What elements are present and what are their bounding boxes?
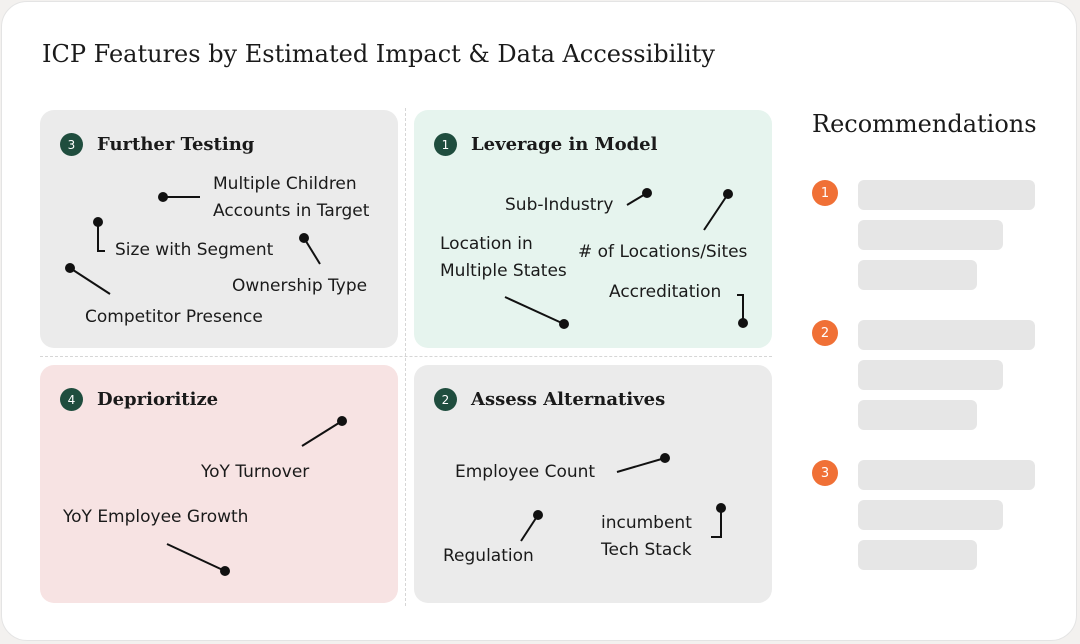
skeleton-line <box>858 500 1003 530</box>
feature-label-locations-sites: # of Locations/Sites <box>578 242 748 262</box>
quadrant-title: Further Testing <box>97 134 255 155</box>
quadrant-header: 4 Deprioritize <box>60 388 218 411</box>
feature-label-incumbent-tech-stack: incumbent Tech Stack <box>601 513 692 560</box>
quadrant-title: Deprioritize <box>97 389 219 410</box>
feature-label-competitor-presence: Competitor Presence <box>85 307 263 327</box>
quadrant-header: 3 Further Testing <box>60 133 254 156</box>
feature-label-yoy-employee-growth: YoY Employee Growth <box>63 507 249 527</box>
feature-label-employee-count: Employee Count <box>455 462 596 482</box>
quadrant-header: 2 Assess Alternatives <box>434 388 665 411</box>
quadrant-header: 1 Leverage in Model <box>434 133 657 156</box>
vertical-divider <box>405 108 406 606</box>
recommendation-badge: 3 <box>812 460 838 486</box>
quadrant-title: Leverage in Model <box>471 134 658 155</box>
number-badge: 3 <box>60 133 83 156</box>
feature-label-size-with-segment: Size with Segment <box>115 240 274 260</box>
number-badge: 1 <box>434 133 457 156</box>
quadrant-assess-alternatives: 2 Assess Alternatives <box>414 365 772 603</box>
skeleton-line <box>858 180 1035 210</box>
skeleton-line <box>858 260 977 290</box>
skeleton-line <box>858 460 1035 490</box>
number-badge: 2 <box>434 388 457 411</box>
horizontal-divider <box>40 356 772 357</box>
feature-label-accreditation: Accreditation <box>609 282 722 302</box>
feature-label-ownership-type: Ownership Type <box>232 276 368 296</box>
skeleton-line <box>858 320 1035 350</box>
recommendations-title: Recommendations <box>812 110 1037 138</box>
skeleton-line <box>858 220 1003 250</box>
quadrant-title: Assess Alternatives <box>471 389 666 410</box>
skeleton-line <box>858 360 1003 390</box>
feature-label-multiple-children: Multiple Children Accounts in Target <box>213 174 370 221</box>
quadrant-leverage-in-model: 1 Leverage in Model <box>414 110 772 348</box>
page-title: ICP Features by Estimated Impact & Data … <box>42 40 715 68</box>
recommendation-badge: 2 <box>812 320 838 346</box>
skeleton-line <box>858 400 977 430</box>
feature-label-location-multiple-states: Location in Multiple States <box>440 234 567 281</box>
feature-label-regulation: Regulation <box>443 546 534 566</box>
skeleton-line <box>858 540 977 570</box>
feature-label-yoy-turnover: YoY Turnover <box>201 462 310 482</box>
recommendation-badge: 1 <box>812 180 838 206</box>
feature-label-sub-industry: Sub-Industry <box>505 195 614 215</box>
number-badge: 4 <box>60 388 83 411</box>
